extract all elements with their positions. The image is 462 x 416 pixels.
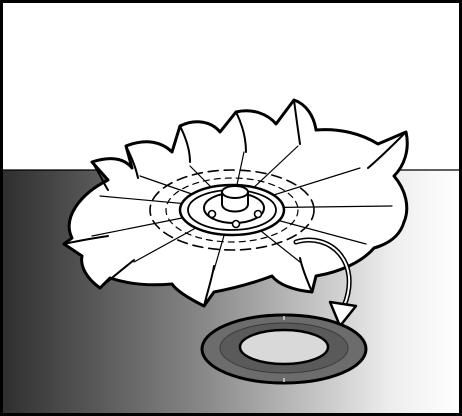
shaft-top: [222, 186, 248, 198]
gasket-ring: [202, 315, 366, 383]
screw-icon: [233, 221, 240, 228]
screw-icon: [255, 211, 262, 218]
gasket-hole: [240, 330, 328, 364]
screw-icon: [209, 211, 216, 218]
